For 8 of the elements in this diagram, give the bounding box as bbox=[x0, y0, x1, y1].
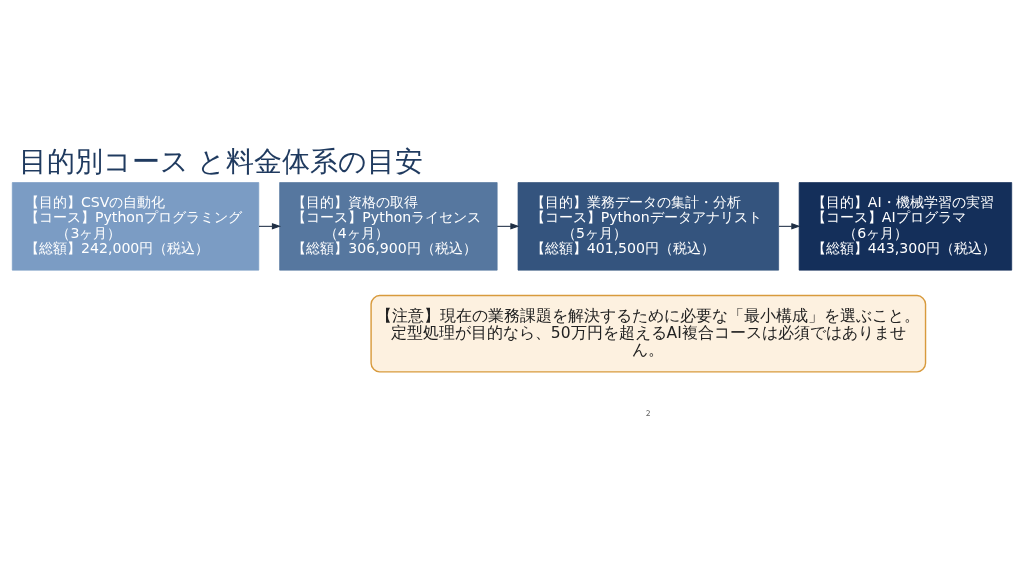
node-box: 【目的】業務データの集計・分析 【コース】Pythonデータアナリスト（5ヶ月） 【総額】401,500円（税込） bbox=[517, 181, 779, 270]
node-box: 【目的】資格の取得 【コース】Pythonライセンス（4ヶ月） 【総額】306,900円（税込） bbox=[279, 181, 498, 270]
node-box: 【注意】現在の業務課題を解決するために必要な「最小構成」を選ぶこと。定型処理が目的なら、50万円を超えるAI複合コースは必須ではありません。 bbox=[370, 294, 927, 373]
diagram-title: 目的別コース と料金体系の目安 bbox=[18, 144, 424, 178]
node-box: 【目的】AI・機械学習の実習 【コース】AIプログラマ（6ヶ月） 【総額】443,300円（税込） bbox=[798, 181, 1013, 270]
arrow bbox=[496, 222, 520, 230]
arrow bbox=[258, 222, 282, 230]
node-box: 【目的】CSVの自動化 【コース】Pythonプログラミング（3ヶ月） 【総額】242,000円（税込） bbox=[11, 181, 260, 270]
